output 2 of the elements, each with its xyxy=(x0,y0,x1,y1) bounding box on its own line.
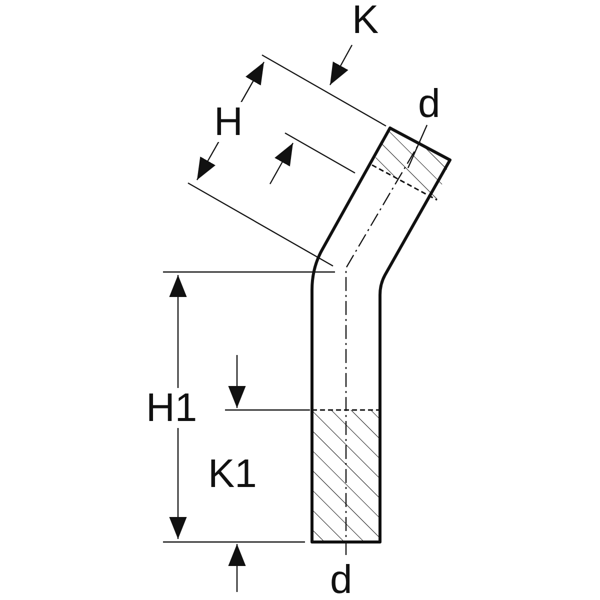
dimension-label: H xyxy=(214,102,243,142)
dimension-label: H1 xyxy=(146,388,198,428)
